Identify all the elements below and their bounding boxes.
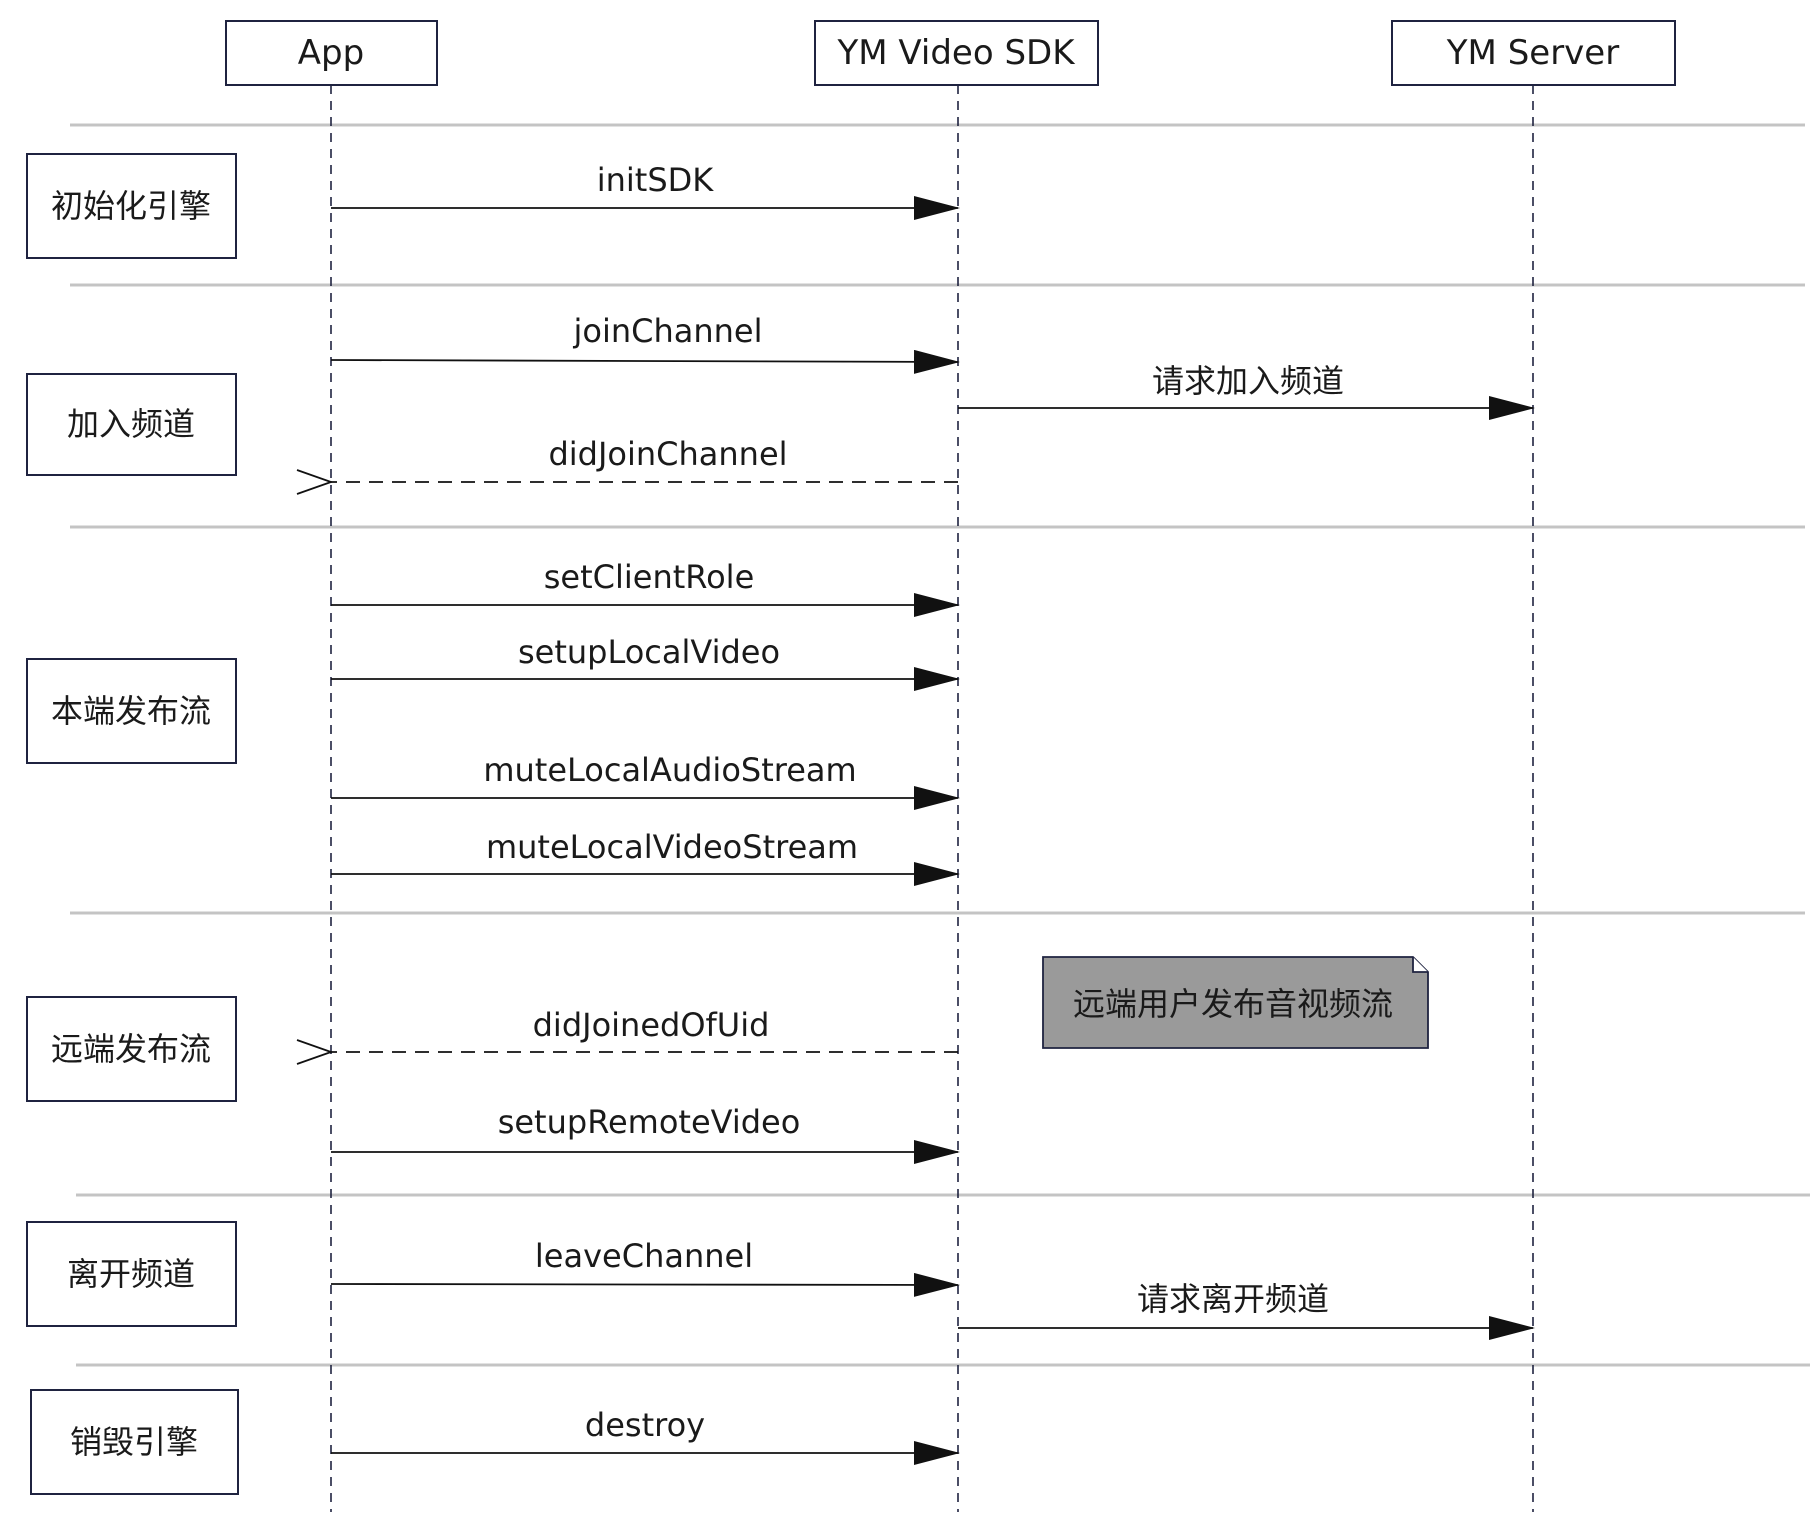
phase-label: 销毁引擎: [70, 1423, 198, 1461]
message-muteLocalAudioStream: muteLocalAudioStream: [331, 751, 960, 810]
message-destroy: destroy: [331, 1406, 960, 1465]
message-label: muteLocalVideoStream: [486, 828, 858, 866]
message-label: setupRemoteVideo: [498, 1103, 801, 1141]
participant-label: YM Video SDK: [836, 33, 1076, 73]
message-label: setupLocalVideo: [518, 633, 780, 671]
participant-label: YM Server: [1446, 33, 1619, 73]
message-label: joinChannel: [572, 312, 762, 350]
message-leaveChannel: leaveChannel: [330, 1237, 960, 1297]
phase-separators: [70, 123, 1810, 1367]
message-didJoinedOfUid: didJoinedOfUid: [331, 1006, 958, 1052]
note-text: 远端用户发布音视频流: [1073, 985, 1393, 1023]
message-label: didJoinedOfUid: [533, 1006, 770, 1044]
phase-label: 加入频道: [67, 405, 195, 443]
phase-label: 初始化引擎: [51, 187, 211, 225]
phase-label: 本端发布流: [51, 692, 211, 730]
message-joinChannel: joinChannel: [330, 312, 960, 374]
message-label: muteLocalAudioStream: [483, 751, 856, 789]
phase-init-engine: 初始化引擎: [26, 153, 237, 259]
participant-app: App: [225, 20, 438, 86]
message-request-leave: 请求离开频道: [958, 1280, 1535, 1340]
message-muteLocalVideoStream: muteLocalVideoStream: [331, 828, 960, 886]
message-setClientRole: setClientRole: [331, 558, 960, 617]
message-label: 请求离开频道: [1137, 1280, 1329, 1318]
phase-label: 离开频道: [67, 1255, 195, 1293]
message-label: setClientRole: [544, 558, 755, 596]
note-remote-user-publish: 远端用户发布音视频流: [1042, 956, 1429, 1049]
message-initSDK: initSDK: [331, 161, 960, 220]
message-label: didJoinChannel: [548, 435, 787, 473]
phase-join-channel: 加入频道: [26, 373, 237, 476]
phase-local-publish: 本端发布流: [26, 658, 237, 764]
phase-remote-publish: 远端发布流: [26, 996, 237, 1102]
phase-leave-channel: 离开频道: [26, 1221, 237, 1327]
participant-label: App: [298, 33, 364, 73]
message-label: destroy: [585, 1406, 705, 1444]
message-label: leaveChannel: [535, 1237, 753, 1275]
message-request-join: 请求加入频道: [958, 362, 1535, 420]
participant-sdk: YM Video SDK: [814, 20, 1099, 86]
phase-label: 远端发布流: [51, 1030, 211, 1068]
message-label: initSDK: [597, 161, 715, 199]
participant-server: YM Server: [1391, 20, 1676, 86]
phase-destroy-engine: 销毁引擎: [30, 1389, 239, 1495]
message-didJoinChannel: didJoinChannel: [331, 435, 958, 482]
message-label: 请求加入频道: [1152, 362, 1344, 400]
message-setupRemoteVideo: setupRemoteVideo: [331, 1103, 960, 1164]
message-setupLocalVideo: setupLocalVideo: [331, 633, 960, 691]
